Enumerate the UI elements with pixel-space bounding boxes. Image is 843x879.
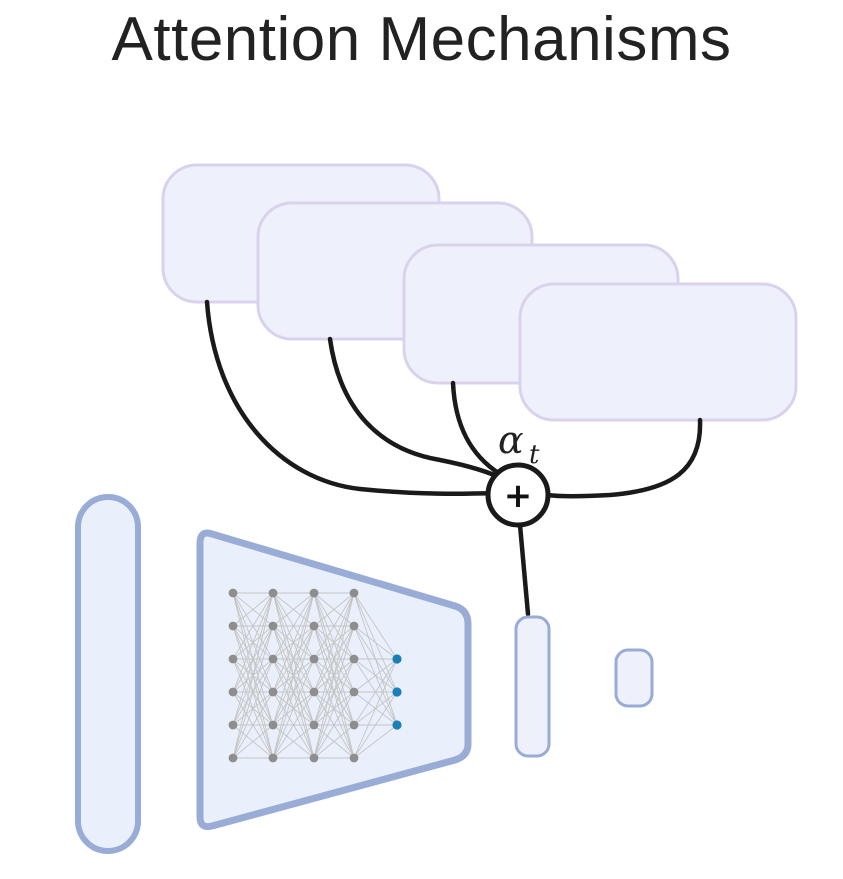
hidden-state-boxes: [161, 163, 798, 422]
hidden-neuron: [268, 687, 278, 697]
hidden-neuron: [309, 687, 319, 697]
network-edge: [313, 658, 355, 759]
hidden-neuron: [268, 720, 278, 730]
network-edge: [313, 592, 355, 627]
hidden-neuron: [228, 720, 238, 730]
connection-line-3: [450, 380, 503, 477]
network-edge: [272, 592, 315, 627]
network-edge: [272, 592, 315, 759]
output-neuron: [392, 687, 402, 697]
network-edge: [232, 658, 274, 759]
hidden-neuron: [309, 621, 319, 631]
network-edge: [353, 658, 398, 759]
output-box: [614, 648, 654, 708]
hidden-neuron: [309, 720, 319, 730]
network-edge: [313, 724, 355, 759]
hidden-neuron: [228, 753, 238, 763]
network-edge: [313, 592, 355, 726]
network-edge: [232, 724, 274, 759]
input-bar: [75, 494, 141, 854]
plus-icon: +: [504, 476, 533, 516]
network-edge: [232, 691, 274, 759]
network-edge: [232, 592, 274, 759]
network-edge: [313, 691, 355, 759]
hidden-neuron: [228, 621, 238, 631]
hidden-neuron: [309, 654, 319, 664]
hidden-neuron: [349, 720, 359, 730]
network-edge: [272, 592, 315, 693]
network-edge: [272, 592, 315, 660]
hidden-neuron: [349, 588, 359, 598]
network-edge: [272, 625, 315, 759]
network-edge: [272, 658, 315, 759]
hidden-state-box-4: [518, 282, 798, 422]
network-edge: [313, 592, 355, 759]
neural-network-nodes: [228, 588, 402, 763]
network-edge: [272, 724, 315, 759]
network-edge: [353, 724, 398, 759]
connection-line-1: [204, 299, 498, 496]
hidden-neuron: [268, 753, 278, 763]
network-edge: [353, 658, 398, 693]
network-edge: [232, 592, 274, 693]
hidden-neuron: [349, 753, 359, 763]
network-edge: [353, 691, 398, 759]
hidden-neuron: [268, 621, 278, 631]
network-edge: [272, 592, 315, 726]
hidden-neuron: [228, 687, 238, 697]
attention-weight-label: α t: [498, 418, 540, 470]
network-edge: [313, 592, 355, 693]
alpha-subscript: t: [529, 440, 540, 470]
decoder-state-bar: [514, 615, 551, 758]
hidden-neuron: [349, 621, 359, 631]
network-edge: [353, 658, 398, 726]
attention-connections: [204, 299, 703, 617]
network-edge: [313, 592, 355, 660]
connection-line-4: [544, 417, 703, 499]
hidden-neuron: [349, 687, 359, 697]
network-edge: [272, 691, 315, 759]
neural-network-edges: [232, 592, 398, 759]
network-edge: [313, 625, 355, 759]
hidden-neuron: [309, 588, 319, 598]
output-neuron: [392, 720, 402, 730]
hidden-neuron: [228, 654, 238, 664]
context-to-decoder-line: [517, 522, 531, 617]
alpha-symbol: α: [498, 418, 524, 462]
output-neuron: [392, 654, 402, 664]
connection-line-2: [327, 336, 508, 483]
weighted-sum-node: +: [485, 462, 551, 528]
diagram-title: Attention Mechanisms: [111, 5, 732, 74]
network-edge: [232, 592, 274, 726]
network-edge: [232, 592, 274, 627]
hidden-neuron: [309, 753, 319, 763]
hidden-neuron: [268, 588, 278, 598]
hidden-neuron: [349, 654, 359, 664]
network-edge: [232, 625, 274, 759]
network-edge: [353, 625, 398, 660]
network-edge: [353, 592, 398, 660]
hidden-neuron: [268, 654, 278, 664]
hidden-neuron: [228, 588, 238, 598]
network-edge: [232, 592, 274, 660]
